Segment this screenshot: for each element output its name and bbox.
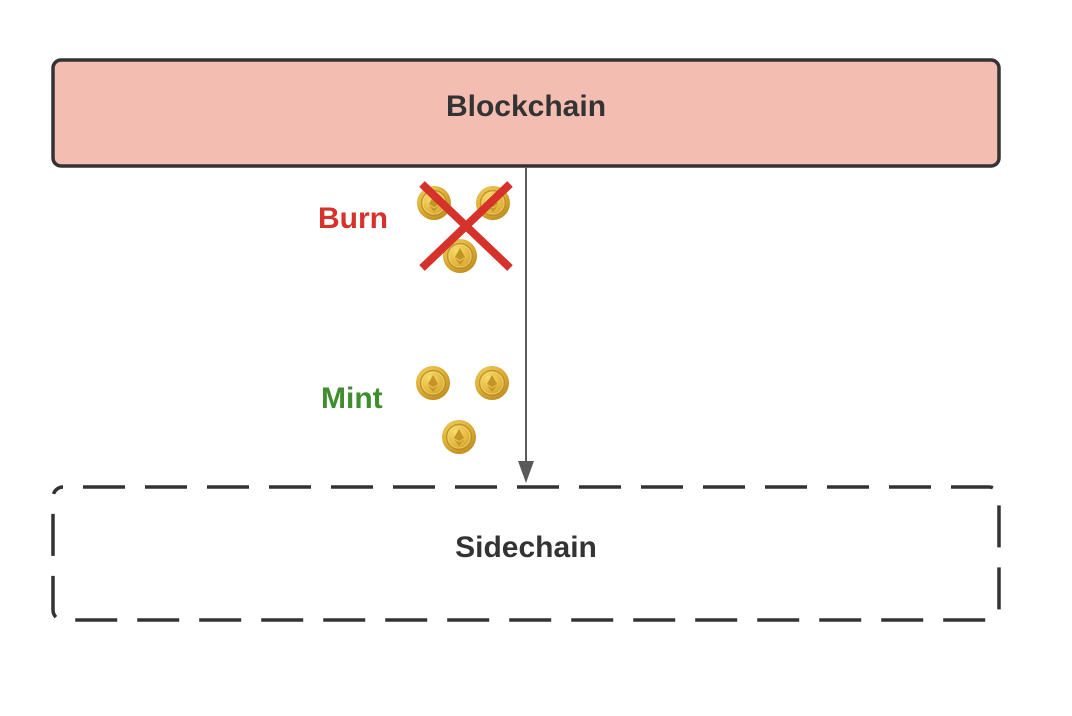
sidechain-box	[51, 485, 1001, 622]
mint-label: Mint	[321, 382, 383, 415]
mint-coins	[415, 365, 510, 455]
blockchain-label: Blockchain	[445, 90, 607, 123]
ethereum-coin-icon	[441, 419, 477, 455]
x-cross-icon	[419, 181, 513, 271]
sidechain-label: Sidechain	[455, 531, 597, 564]
burn-label: Burn	[318, 202, 388, 235]
ethereum-coin-icon	[474, 365, 510, 401]
arrow-head	[518, 461, 534, 483]
blockchain-box	[51, 58, 1001, 168]
ethereum-coin-icon	[415, 365, 451, 401]
